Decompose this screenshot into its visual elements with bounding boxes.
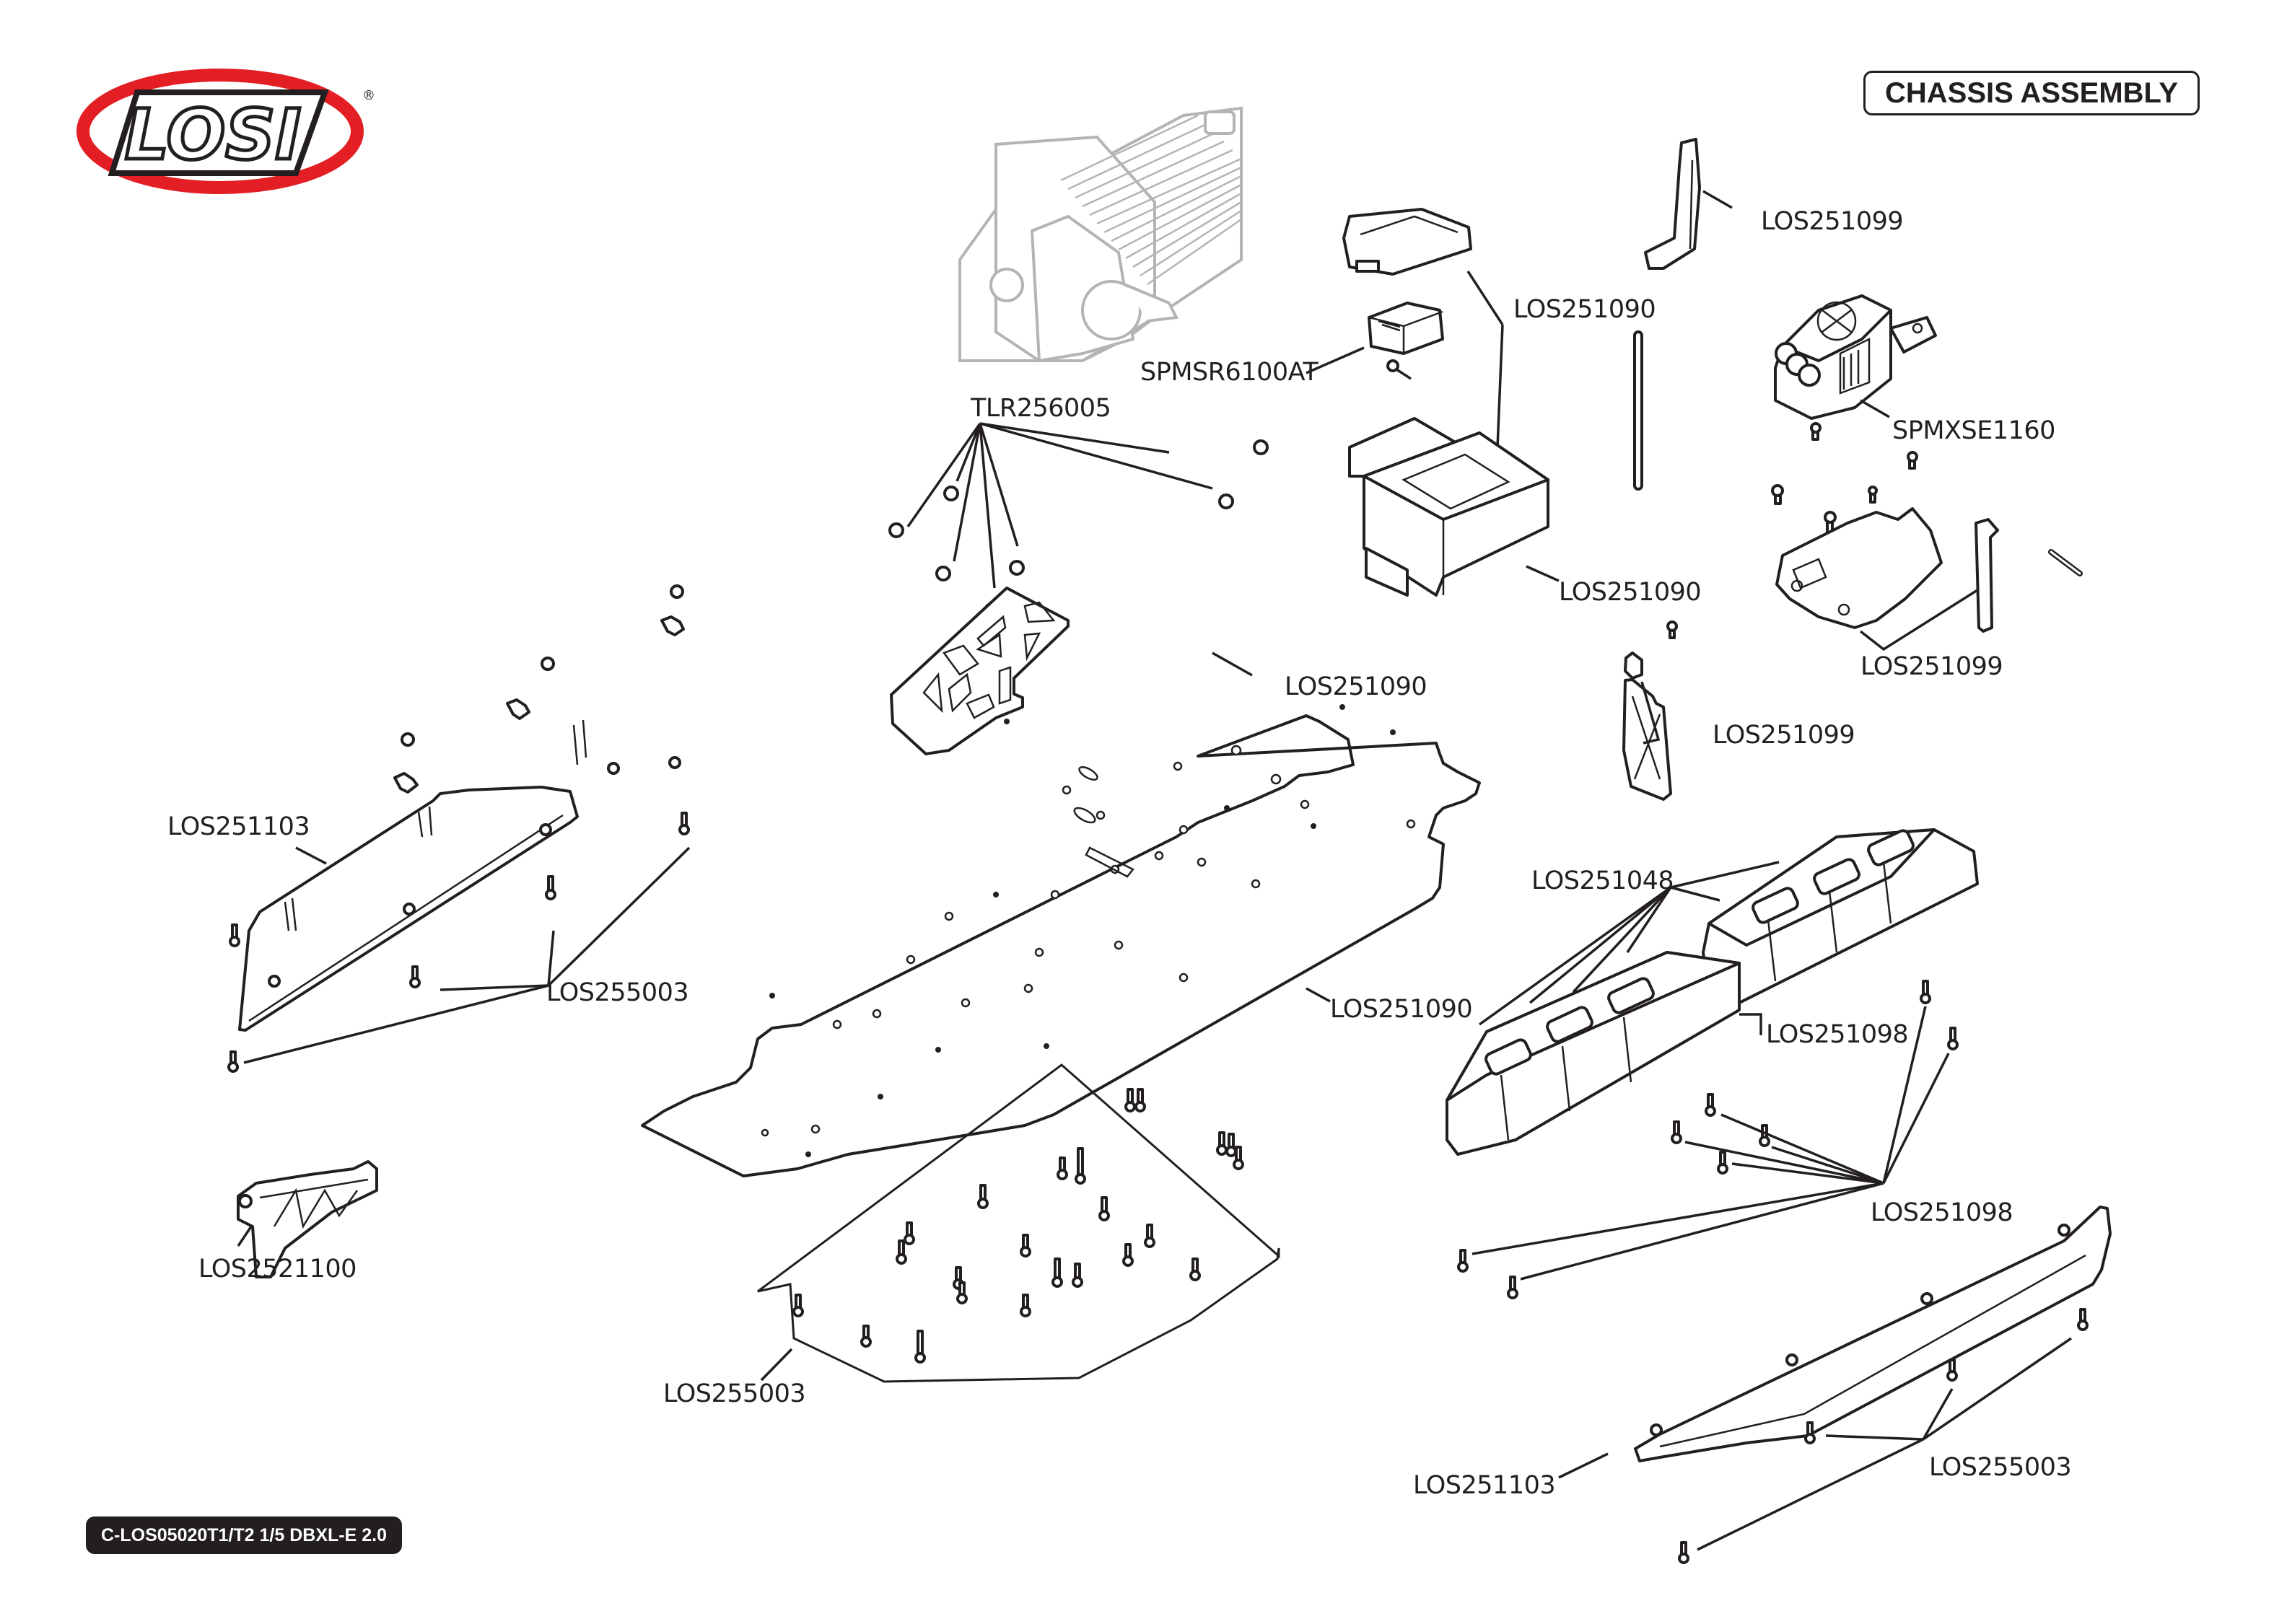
motor-can-fins [1060,114,1242,286]
section-title: CHASSIS ASSEMBLY [1884,76,2178,109]
leader-line [237,1226,253,1247]
leader-line [1466,271,1504,325]
part-label-tlr256005: TLR256005 [970,394,1111,423]
part-label-los251103-right: LOS251103 [1413,1471,1555,1500]
part-label-los251098-screws: LOS251098 [1871,1198,2013,1227]
esc-mount-plate [1775,507,1943,629]
part-label-spmxse1160: SPMXSE1160 [1892,416,2055,445]
motor-gearbox-ghost [958,106,1243,363]
leader-line [1306,987,1331,1003]
part-label-los251090-plate: LOS251090 [1285,672,1427,701]
screw-set-battery [1457,980,1959,1299]
main-chassis-plate [641,714,1481,1177]
esc-unit [1774,294,1937,420]
leader-line [1306,346,1365,374]
leader-line [1558,1452,1609,1479]
screw-set-bottom [792,1088,1244,1364]
flange-nut [401,439,1269,747]
leader-line [1526,565,1560,582]
part-label-los255003-bottom: LOS255003 [663,1379,805,1408]
losi-logo: LOSI ® [72,65,382,212]
esc-mount-arm-top [1644,138,1701,270]
chassis-holes [761,704,1416,1157]
part-label-los251048: LOS251048 [1531,866,1674,895]
bottom-screw-tray-outline [757,1063,1280,1383]
leader-line [1739,1013,1762,1035]
antenna-tube [1633,330,1643,491]
leader-fan-los251098 [1471,1006,1950,1281]
left-side-guard [238,719,681,1032]
section-title-box: CHASSIS ASSEMBLY [1863,71,2200,115]
screw-set-right [1678,1308,2089,1564]
logo-badge [108,89,329,176]
chassis-slots [1073,766,1134,878]
part-label-los251098-battery: LOS251098 [1766,1020,1908,1049]
model-code: C-LOS05020T1/T2 1/5 DBXL-E 2.0 [101,1524,387,1545]
leader-line [1859,589,1978,651]
screw-set-left [227,812,690,1073]
leader-line [295,846,327,865]
part-label-spmsr6100at: SPMSR6100AT [1140,358,1319,387]
leader-line [1860,399,1890,418]
receiver-box [1348,417,1549,597]
nut-clamp [393,615,685,794]
leader-fan-los255003-right [1697,1337,2072,1551]
part-label-los251099-esc: LOS251099 [1860,652,2003,681]
logo-red-swoosh [76,69,364,194]
part-label-los251090-lid: LOS251090 [1513,295,1656,324]
model-code-badge: C-LOS05020T1/T2 1/5 DBXL-E 2.0 [86,1517,402,1554]
leader-fan-los255003-left [243,846,691,1064]
logo-text: LOSI [125,95,301,175]
part-label-los251099-brace: LOS251099 [1713,721,1855,750]
part-label-los251099-top: LOS251099 [1761,207,1903,236]
part-label-los255003-right: LOS255003 [1929,1453,2071,1482]
receiver-box-lid [1342,208,1472,276]
part-label-los251090-box: LOS251090 [1559,578,1701,607]
long-pin [2048,549,2083,576]
part-label-los251090-chassis: LOS251090 [1330,995,1472,1024]
part-label-los255003-left: LOS255003 [546,978,688,1007]
leader-line [1212,651,1253,677]
esc-mount-post [1975,518,1999,633]
front-bracket [237,1160,378,1278]
leader-line [1496,324,1504,448]
battery-tray-front [1446,951,1741,1156]
battery-tray-rear [1702,828,1979,1008]
servo-brace [1622,678,1672,801]
screw-small [1771,422,1918,535]
leader-fan-los251048 [1478,861,1780,1026]
leader-line [1702,190,1733,209]
registered-mark: ® [362,88,375,103]
screw-small [1666,620,1678,639]
body-clip [1386,359,1412,380]
leader-line [760,1348,793,1382]
receiver-unit [1368,302,1444,355]
right-side-guard [1634,1206,2112,1462]
top-deck-plate [890,587,1070,755]
part-label-los251103-left: LOS251103 [167,812,310,841]
part-label-los2521100: LOS2521100 [198,1255,357,1283]
leader-line [1640,681,1661,745]
brace-clamp [1624,651,1643,680]
leader-fan-tlr256005 [906,422,1213,589]
